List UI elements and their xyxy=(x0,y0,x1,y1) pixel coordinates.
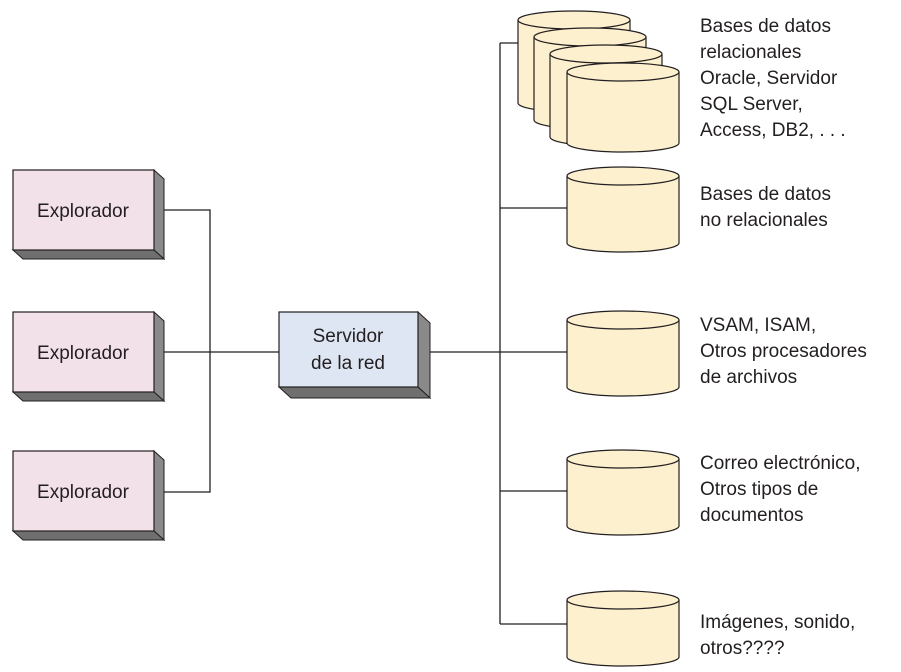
browser-box: Explorador xyxy=(11,168,166,261)
source-label-line: relacionales xyxy=(700,42,801,63)
source-label-line: Correo electrónico, xyxy=(700,453,861,474)
source-label-line: otros???? xyxy=(700,638,785,659)
browser-label: Explorador xyxy=(37,343,130,364)
source-label-line: Oracle, Servidor xyxy=(700,68,838,89)
server-label-line-2: de la red xyxy=(311,353,385,374)
source-label-line: Otros tipos de xyxy=(700,479,818,500)
browser-box: Explorador xyxy=(11,310,166,403)
source-label-line: Imágenes, sonido, xyxy=(700,612,855,633)
browser-label: Explorador xyxy=(37,201,130,222)
source-label-line: Bases de datos xyxy=(700,16,831,37)
database-cylinder-icon xyxy=(566,449,680,536)
database-cylinder-icon xyxy=(566,310,680,397)
database-cylinder-icon xyxy=(566,166,680,253)
source-label-relational: Bases de datos relacionales Oracle, Serv… xyxy=(700,16,846,141)
source-label-vsam: VSAM, ISAM, Otros procesadores de archiv… xyxy=(700,315,867,388)
database-cylinder-icon xyxy=(566,590,680,667)
source-label-line: SQL Server, xyxy=(700,94,803,115)
source-label-mail: Correo electrónico, Otros tipos de docum… xyxy=(700,453,861,526)
server-label-line-1: Servidor xyxy=(313,326,384,347)
connectors xyxy=(164,42,567,625)
source-label-media: Imágenes, sonido, otros???? xyxy=(700,612,855,659)
browser-label: Explorador xyxy=(37,482,130,503)
server-box: Servidor de la red xyxy=(277,310,432,400)
source-label-line: de archivos xyxy=(700,367,797,388)
browser-bus xyxy=(164,209,211,493)
source-label-line: no relacionales xyxy=(700,210,828,231)
source-label-line: Bases de datos xyxy=(700,184,831,205)
relational-db-stack xyxy=(517,10,680,153)
source-label-nonrelational: Bases de datos no relacionales xyxy=(700,184,831,231)
database-cylinder-icon xyxy=(566,62,680,153)
source-label-line: documentos xyxy=(700,505,804,526)
source-label-line: Otros procesadores xyxy=(700,341,867,362)
source-label-line: Access, DB2, . . . xyxy=(700,120,846,141)
source-label-line: VSAM, ISAM, xyxy=(700,315,816,336)
browser-box: Explorador xyxy=(11,449,166,542)
